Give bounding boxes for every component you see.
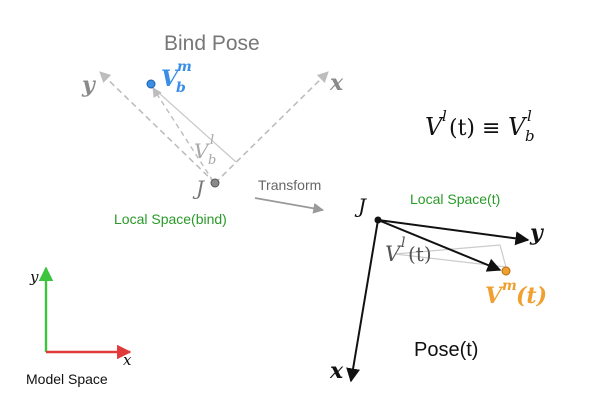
transform-label: Transform [258, 177, 321, 193]
bind-y-axis [99, 71, 216, 184]
pose-title: Pose(t) [414, 339, 478, 361]
model-axis-x-label: x [123, 351, 132, 369]
pose-y-axis [377, 219, 530, 246]
model-space-label: Model Space [26, 371, 108, 387]
pose-space-label: Local Space(t) [410, 191, 500, 207]
transform-arrow [254, 197, 325, 214]
bind-vertex-label: V b m [161, 59, 192, 96]
equation: V l (t) ≡ V b l [425, 106, 540, 145]
bind-space-label: Local Space(bind) [114, 211, 227, 227]
pose-axis-y-label: y [529, 220, 545, 246]
bind-vector-dashed [152, 87, 214, 182]
bind-x-axis [214, 71, 329, 184]
bind-joint-dot [210, 178, 220, 188]
pose-joint-dot [374, 216, 382, 224]
bind-joint-label: J [192, 176, 205, 200]
model-axis-y-label: y [29, 268, 39, 286]
pose-vertex-label: V m (t) [485, 275, 547, 309]
pose-joint-label: J [354, 194, 367, 218]
pose-local-vector-label: V l (t) [385, 232, 432, 266]
bind-axis-x-label: x [329, 70, 344, 96]
bind-axis-y-label: y [81, 72, 97, 98]
pose-vertex-dot [501, 266, 511, 276]
pose-projection-line-3 [499, 244, 507, 268]
pose-axis-x-label: x [329, 358, 344, 384]
bind-vertex-dot [146, 79, 156, 89]
pose-x-axis [346, 219, 379, 383]
bind-pose-title: Bind Pose [164, 32, 260, 55]
pose-local-vector [377, 219, 502, 272]
bind-local-vector-label: V b l [194, 133, 221, 168]
bind-projection-line [149, 84, 237, 163]
